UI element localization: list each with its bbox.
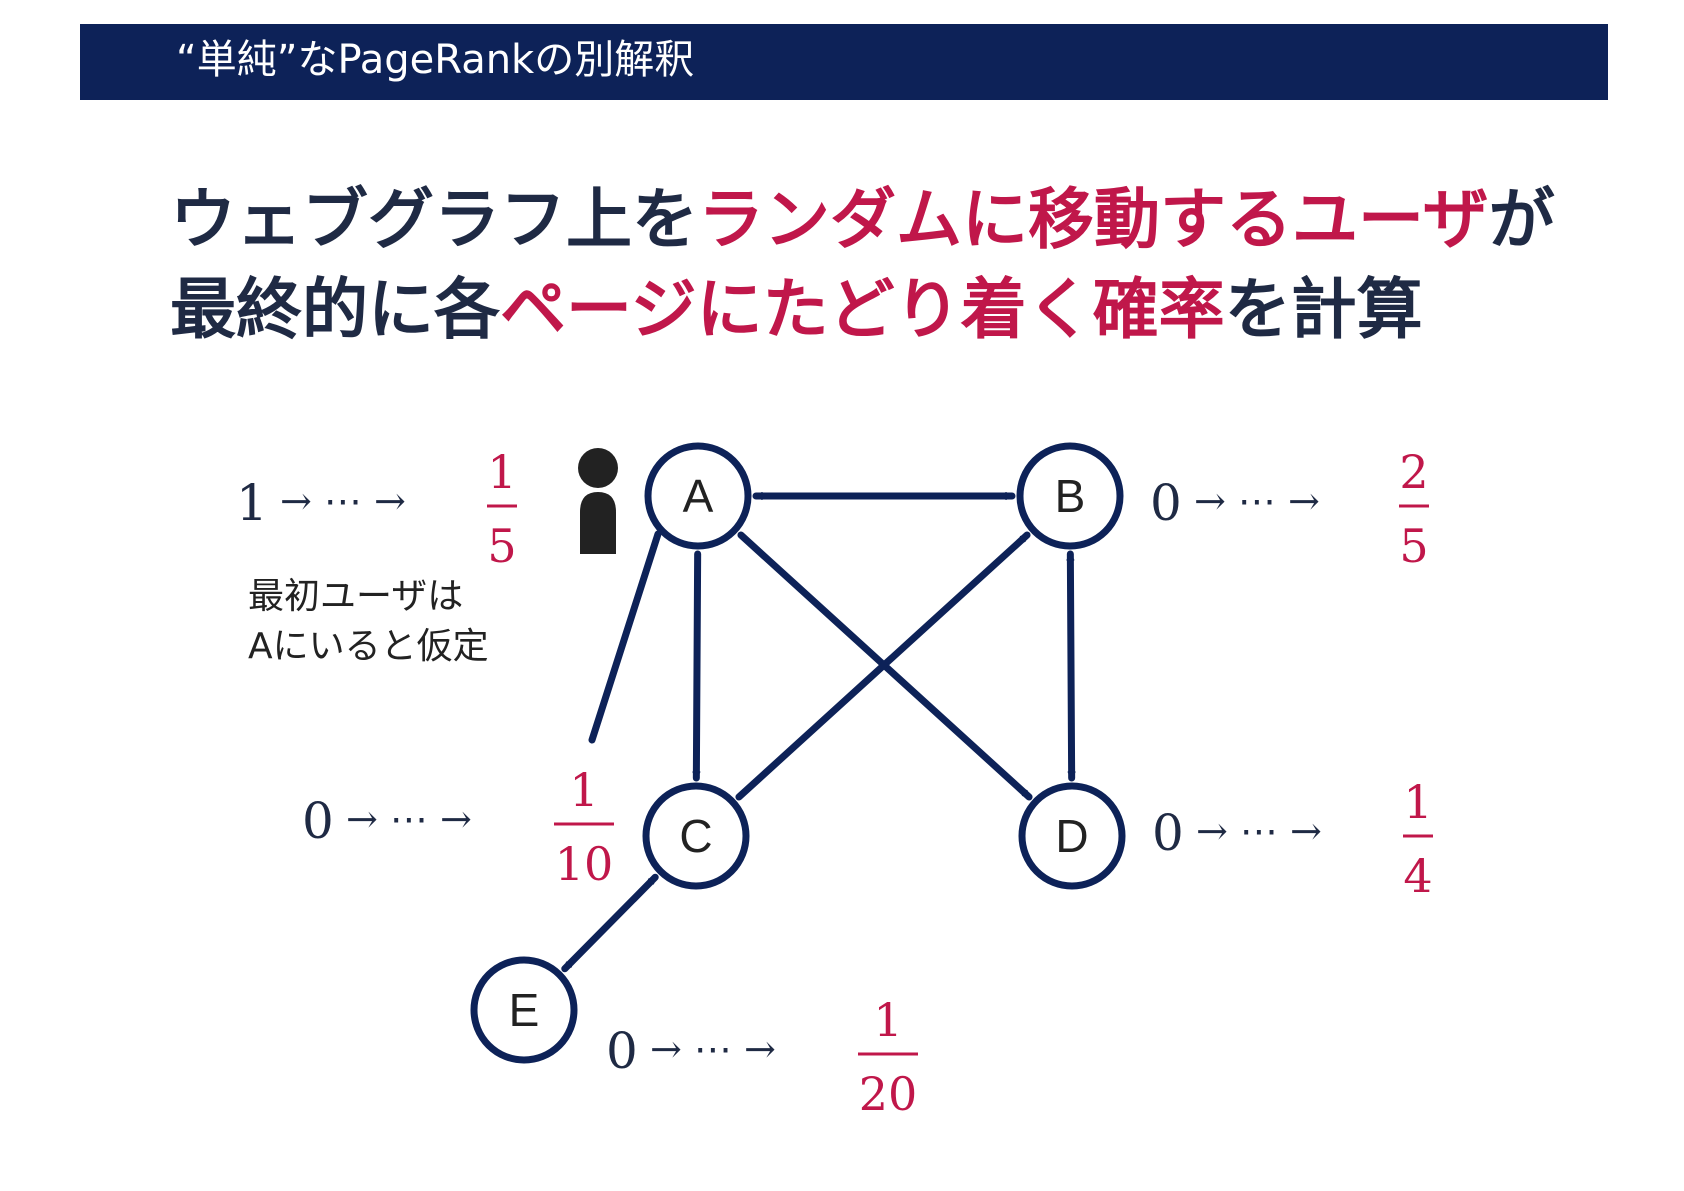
node-A-iteration-arrow: → ⋯ →	[280, 479, 406, 523]
header-bar	[80, 24, 1608, 100]
assumption-note: 最初ユーザは Aにいると仮定	[248, 572, 489, 672]
node-D-fraction-numerator: 1	[1403, 775, 1432, 829]
user-icon	[578, 448, 618, 554]
node-value-labels: 1 → ⋯ → 1 5 0 → ⋯ → 2 5 0 → ⋯ → 1 10 0 → ⋯ → 1 4 0 → ⋯ → 1…	[236, 445, 1433, 1121]
edge-A-C	[692, 550, 702, 782]
node-A-fraction-numerator: 1	[487, 445, 516, 499]
node-C-iteration-arrow: → ⋯ →	[346, 797, 472, 841]
node-A-initial-value: 1	[236, 474, 268, 532]
edge-A-to-C-label-connector	[588, 530, 662, 744]
node-D-initial-value: 0	[1152, 804, 1184, 862]
node-E-circle	[470, 956, 578, 1064]
headline-2-part-3: を計算	[1224, 271, 1423, 348]
node-E-label: E	[509, 984, 540, 1036]
node-E-fraction-denominator: 20	[859, 1067, 918, 1121]
node-C-initial-value: 0	[302, 792, 334, 850]
node-B-fraction-numerator: 2	[1399, 445, 1428, 499]
node-D-fraction-denominator: 4	[1403, 849, 1432, 903]
graph-nodes: A B C D E	[470, 442, 1126, 1064]
graph-edges	[561, 492, 1076, 973]
note-line-2: Aにいると仮定	[248, 626, 489, 667]
node-B-label: B	[1055, 470, 1086, 522]
node-B-initial-value: 0	[1150, 474, 1182, 532]
node-A-circle	[644, 442, 752, 550]
node-D-circle	[1018, 782, 1126, 890]
node-E-iteration-arrow: → ⋯ →	[650, 1027, 776, 1071]
headline-1-part-3: が	[1488, 181, 1555, 258]
headline-1-part-2: ランダムに移動するユーザ	[698, 181, 1489, 258]
headline-line-1: ウェブグラフ上をランダムに移動するユーザが	[170, 178, 1555, 262]
node-C-fraction-denominator: 10	[555, 837, 614, 891]
edge-B-D	[1066, 550, 1076, 782]
node-E-fraction-numerator: 1	[873, 993, 902, 1047]
node-C-label: C	[679, 810, 712, 862]
edge-C-B	[735, 531, 1031, 801]
node-A-fraction-denominator: 5	[487, 519, 516, 573]
node-B-fraction-denominator: 5	[1399, 519, 1428, 573]
headline-1-part-1: ウェブグラフ上を	[170, 181, 698, 258]
node-E-initial-value: 0	[606, 1022, 638, 1080]
headline-2-part-1: 最終的に各	[170, 271, 500, 348]
node-B-circle	[1016, 442, 1124, 550]
node-D-iteration-arrow: → ⋯ →	[1196, 809, 1322, 853]
edge-C-E	[561, 873, 659, 973]
node-C-fraction-numerator: 1	[569, 763, 598, 817]
node-C-circle	[642, 782, 750, 890]
node-B-iteration-arrow: → ⋯ →	[1194, 479, 1320, 523]
headline-2-part-2: ページにたどり着く確率	[500, 271, 1225, 348]
headline-line-2: 最終的に各ページにたどり着く確率を計算	[170, 268, 1423, 352]
node-A-label: A	[683, 470, 714, 522]
page-title: “単純”なPageRankの別解釈	[176, 37, 695, 83]
note-line-1: 最初ユーザは	[248, 576, 464, 617]
node-D-label: D	[1055, 810, 1088, 862]
